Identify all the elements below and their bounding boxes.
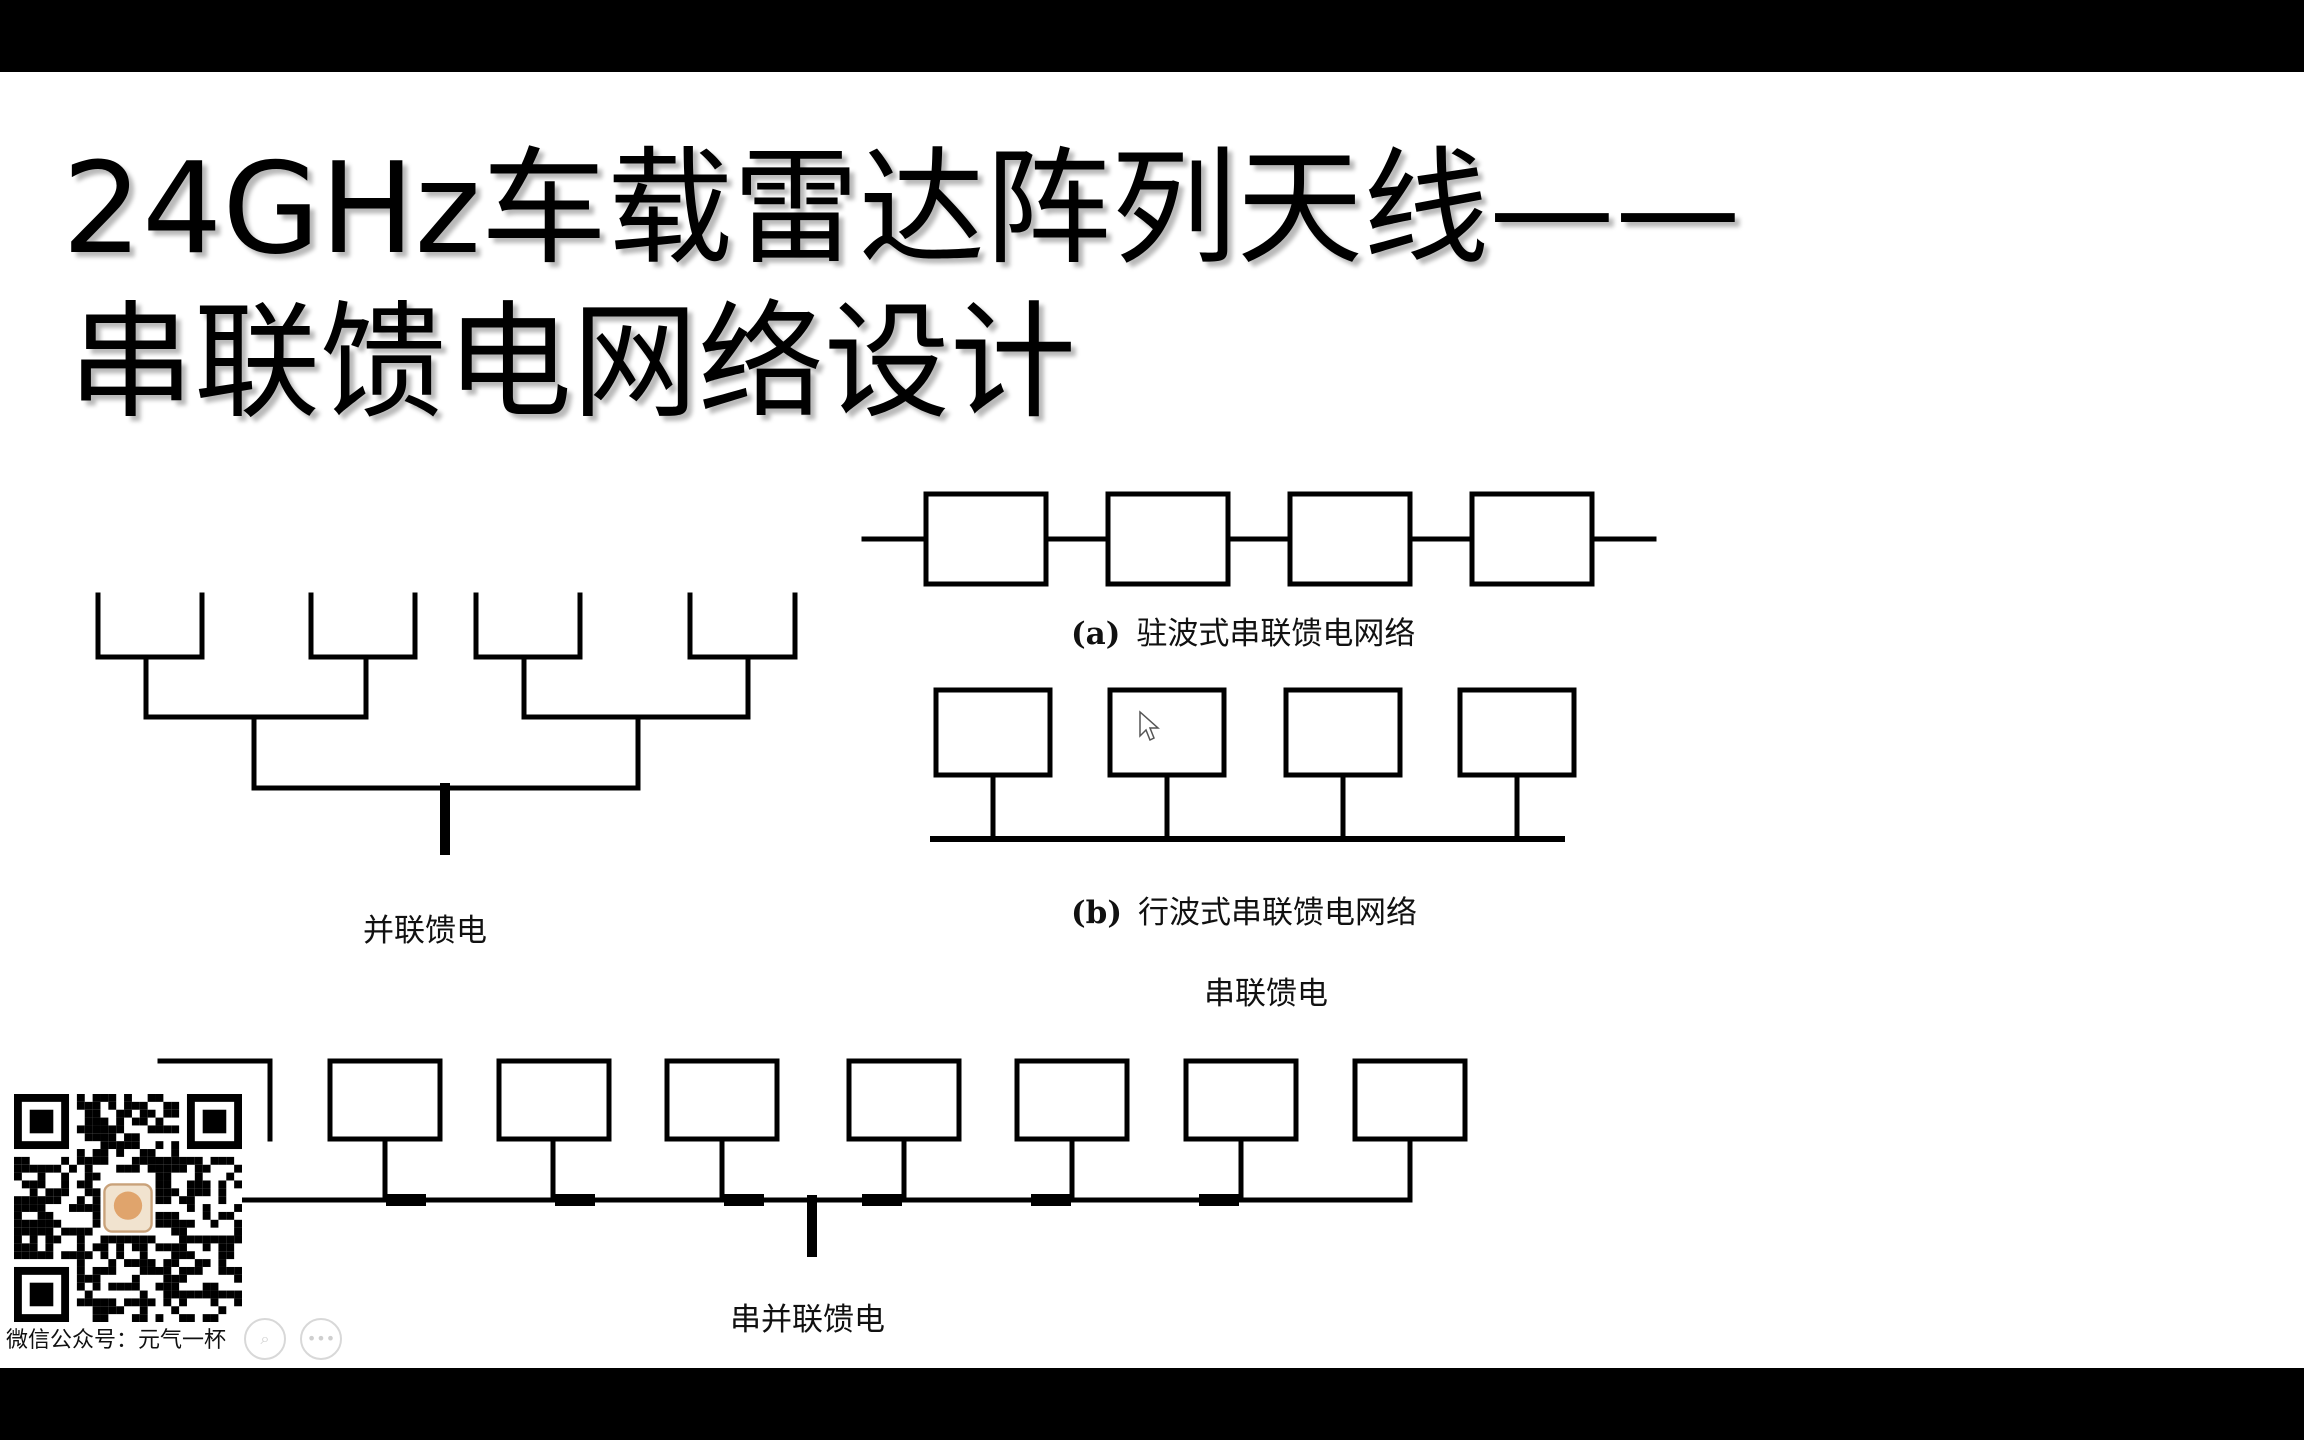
feed-network-diagrams (95, 491, 1657, 1257)
caption-standing-wave: (a) 驻波式串联馈电网络 (1071, 608, 1415, 653)
standing-wave-series-feed (861, 491, 1657, 587)
presentation-slide: 24GHz车载雷达阵列天线—— 串联馈电网络设计 (0, 72, 2304, 1368)
parallel-feed-tree (95, 592, 798, 855)
wechat-qr-code (14, 1094, 242, 1322)
caption-letter-b: (b) (1071, 895, 1123, 931)
traveling-wave-series-feed (930, 687, 1577, 842)
arrow-cursor-icon (1139, 710, 1160, 742)
qr-caption: 微信公众号：元气一杯 (6, 1322, 227, 1354)
caption-letter-a: (a) (1071, 616, 1121, 652)
caption-traveling-wave-text: 行波式串联馈电网络 (1138, 895, 1418, 931)
caption-series-feed: 串联馈电 (1204, 976, 1328, 1012)
zoom-icon[interactable]: ⌕ (244, 1318, 286, 1360)
more-icon[interactable]: ••• (300, 1318, 342, 1360)
slide-title-line-2: 串联馈电网络设计 (68, 289, 1076, 436)
series-parallel-feed (157, 1058, 1468, 1257)
caption-parallel-feed: 并联馈电 (363, 913, 487, 949)
caption-series-parallel-feed: 串并联馈电 (730, 1302, 885, 1338)
caption-traveling-wave: (b) 行波式串联馈电网络 (1071, 887, 1417, 932)
caption-standing-wave-text: 驻波式串联馈电网络 (1136, 616, 1416, 652)
slide-title-line-1: 24GHz车载雷达阵列天线—— (62, 135, 1741, 282)
